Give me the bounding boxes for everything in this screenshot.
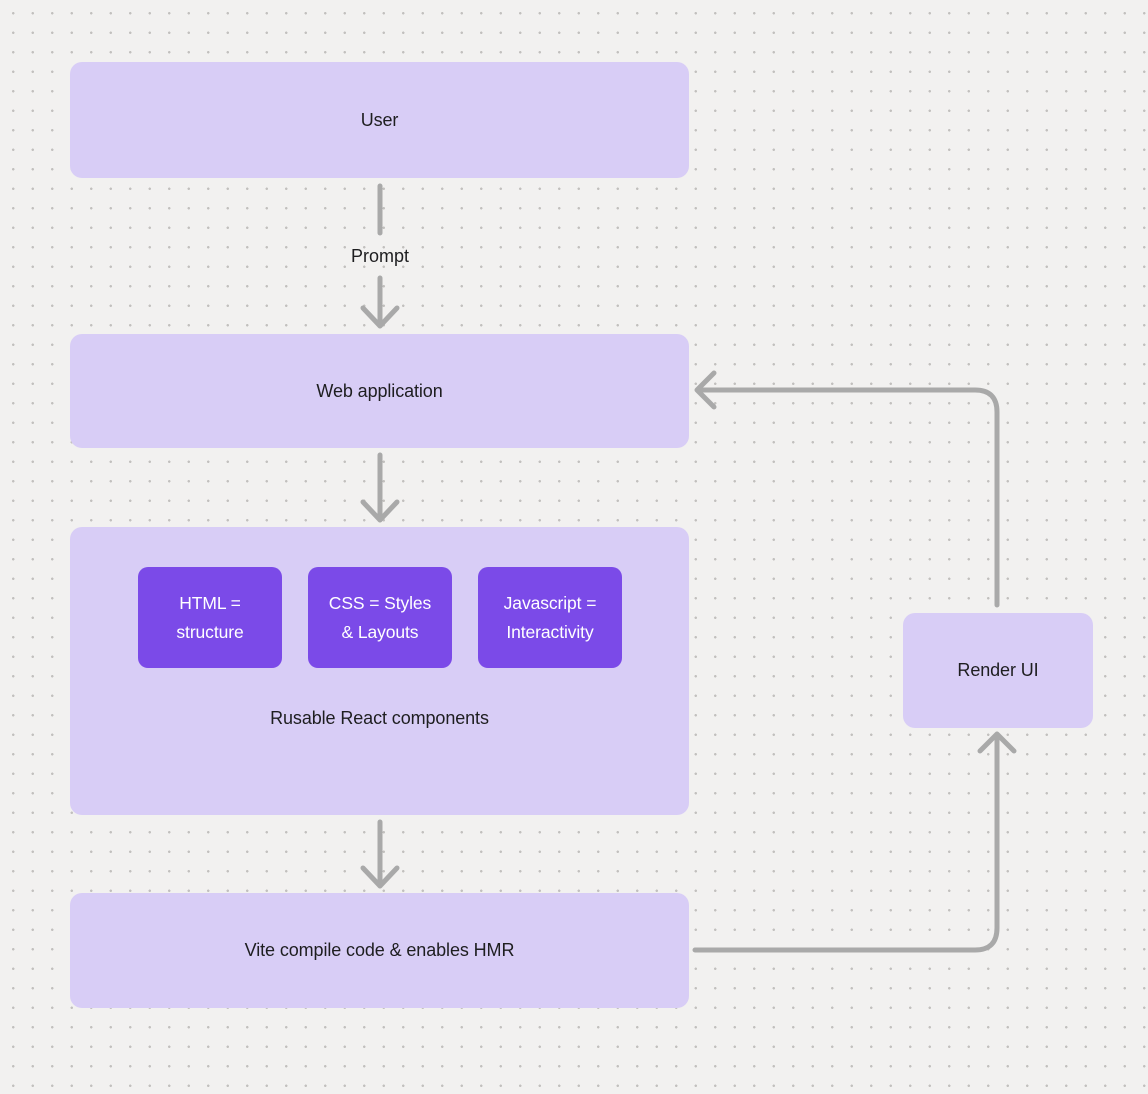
node-html-structure-label: HTML = structure: [176, 592, 244, 642]
node-react-components-group[interactable]: HTML = structure CSS = Styles & Layouts …: [70, 527, 689, 815]
node-user-label: User: [360, 109, 399, 130]
node-javascript-interactivity-label: Javascript = Interactivity: [503, 592, 597, 642]
node-web-application-label: Web application: [316, 380, 443, 401]
connector-render-webapp: [697, 387, 1000, 608]
node-css-styles-label: CSS = Styles & Layouts: [328, 592, 432, 642]
node-render-ui[interactable]: Render UI: [903, 613, 1093, 728]
connector-group-vite-arrowhead: [360, 865, 400, 889]
node-html-structure[interactable]: HTML = structure: [138, 567, 282, 668]
connector-render-webapp-arrowhead: [694, 370, 717, 410]
node-css-styles[interactable]: CSS = Styles & Layouts: [308, 567, 452, 668]
node-user[interactable]: User: [70, 62, 689, 178]
node-javascript-interactivity[interactable]: Javascript = Interactivity: [478, 567, 622, 668]
node-vite-compile-label: Vite compile code & enables HMR: [244, 940, 515, 960]
node-web-application[interactable]: Web application: [70, 334, 689, 448]
connector-webapp-group-arrowhead: [360, 499, 400, 523]
connector-vite-render: [692, 736, 1000, 953]
connector-vite-render-arrowhead: [977, 731, 1017, 754]
node-render-ui-label: Render UI: [957, 660, 1039, 680]
node-react-components-group-label: Rusable React components: [270, 708, 489, 728]
edge-label-prompt: Prompt: [350, 246, 410, 266]
connector-user-webapp-arrowhead: [360, 305, 400, 329]
node-vite-compile[interactable]: Vite compile code & enables HMR: [70, 893, 689, 1008]
components-chip-row: HTML = structure CSS = Styles & Layouts …: [138, 567, 622, 668]
